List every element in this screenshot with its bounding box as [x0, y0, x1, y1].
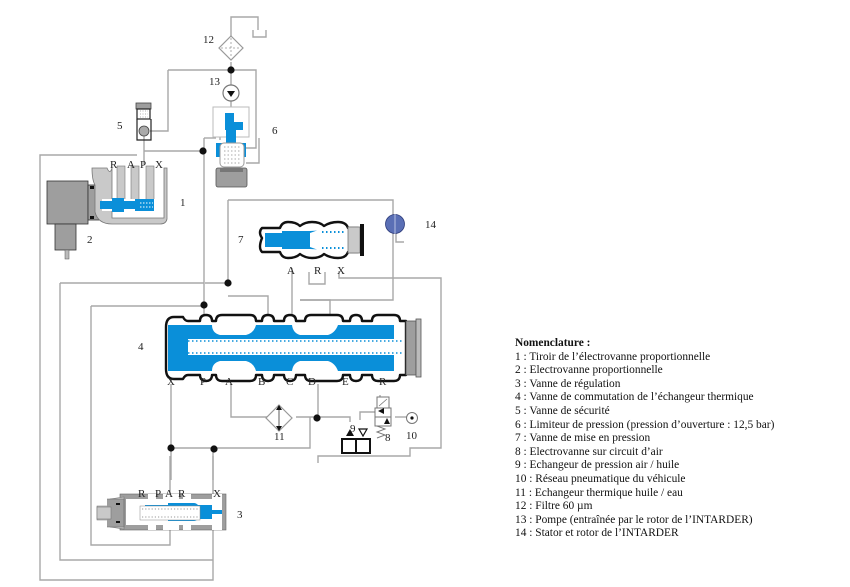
safety-valve-5: 5	[117, 102, 152, 141]
label-4: 4	[138, 341, 144, 353]
port-A: A	[287, 265, 295, 277]
label-11: 11	[274, 431, 285, 443]
port-X: X	[337, 265, 345, 277]
label-8: 8	[385, 432, 391, 444]
port-R: R	[314, 265, 322, 277]
port-A: A	[165, 488, 173, 500]
port-E: E	[342, 376, 349, 388]
legend-item: 8 : Electrovanne sur circuit d’air	[515, 445, 663, 458]
label-3: 3	[237, 509, 243, 521]
legend-item: 13 : Pompe (entraînée par le rotor de l’…	[515, 513, 753, 526]
port-C: C	[286, 376, 293, 388]
legend-item: 14 : Stator et rotor de l’INTARDER	[515, 527, 679, 540]
switching-valve-4: 4 X P A B C D E R	[138, 313, 422, 388]
junction-dot	[313, 414, 321, 422]
port-X: X	[167, 376, 175, 388]
legend-item: 7 : Vanne de mise en pression	[515, 432, 651, 445]
port-A: A	[225, 376, 233, 388]
port-P: P	[140, 159, 146, 171]
intarder-rotor-14: 14	[385, 214, 437, 234]
port-P: P	[200, 376, 206, 388]
label-6: 6	[272, 125, 278, 137]
heat-exchanger-11: 11	[265, 404, 293, 443]
air-oil-exchanger-9: 9	[341, 423, 371, 454]
port-D: D	[308, 376, 316, 388]
port-R: R	[138, 488, 146, 500]
legend-item: 3 : Vanne de régulation	[515, 377, 621, 390]
junction-dot	[200, 301, 208, 309]
legend-item: 1 : Tiroir de l’électrovanne proportionn…	[515, 350, 711, 363]
pump-13: 13	[209, 76, 240, 102]
legend-item: 5 : Vanne de sécurité	[515, 404, 610, 417]
pressurization-valve-7: A R X 7	[238, 220, 364, 277]
port-R: R	[379, 376, 387, 388]
label-9: 9	[350, 423, 356, 435]
legend-item: 10 : Réseau pneumatique du véhicule	[515, 472, 686, 485]
legend-item: 6 : Limiteur de pression (pression d’ouv…	[515, 418, 775, 431]
junction-dot	[224, 279, 232, 287]
junction-dot	[210, 445, 218, 453]
port-B: B	[258, 376, 265, 388]
junction-dot	[167, 444, 175, 452]
pneumatic-network-10: 10	[406, 412, 418, 442]
junction-dot	[227, 66, 235, 74]
legend-title: Nomenclature :	[515, 337, 591, 349]
proportional-solenoid-2: 2	[46, 180, 101, 260]
label-2: 2	[87, 234, 93, 246]
junction-dots	[167, 66, 321, 453]
label-14: 14	[425, 219, 437, 231]
port-P: P	[155, 488, 161, 500]
label-5: 5	[117, 120, 123, 132]
nomenclature-legend: Nomenclature : 1 : Tiroir de l’électrova…	[515, 337, 774, 541]
spool-valve-1: R A P X 1	[91, 159, 186, 225]
filter-12: 12	[203, 34, 244, 61]
port-X: X	[213, 488, 221, 500]
legend-item: 12 : Filtre 60 µm	[515, 500, 593, 513]
label-13: 13	[209, 76, 221, 88]
regulation-valve-3: R P A R X 3	[96, 488, 243, 531]
port-R: R	[178, 488, 186, 500]
label-7: 7	[238, 234, 244, 246]
legend-item: 9 : Echangeur de pression air / huile	[515, 459, 680, 472]
air-solenoid-valve-8: 8	[374, 396, 392, 444]
hydraulic-lines	[39, 16, 442, 581]
junction-dot	[199, 147, 207, 155]
port-A: A	[127, 159, 135, 171]
port-X: X	[155, 159, 163, 171]
legend-item: 2 : Electrovanne proportionnelle	[515, 364, 663, 377]
legend-item: 11 : Echangeur thermique huile / eau	[515, 486, 683, 499]
pressure-limiter-6: 6	[212, 106, 278, 188]
label-10: 10	[406, 430, 418, 442]
label-1: 1	[180, 197, 186, 209]
port-R: R	[110, 159, 118, 171]
legend-item: 4 : Vanne de commutation de l’échangeur …	[515, 391, 754, 404]
label-12: 12	[203, 34, 214, 46]
